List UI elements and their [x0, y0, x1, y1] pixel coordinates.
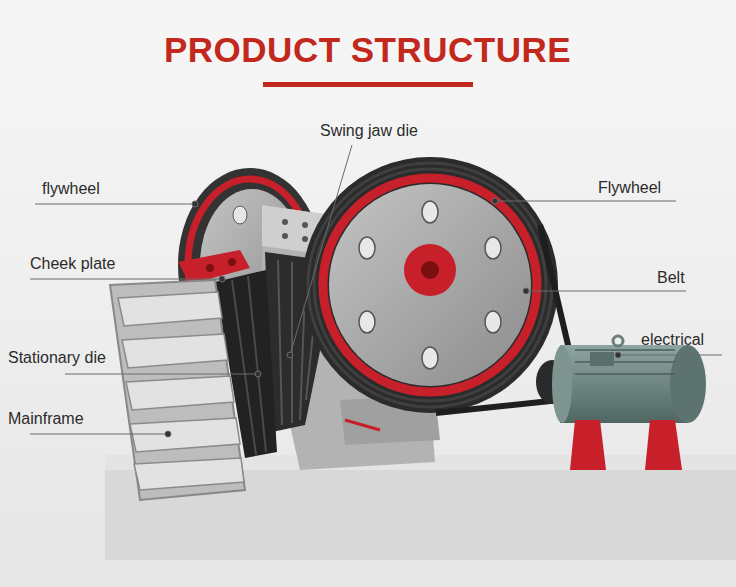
part-label: electrical	[641, 330, 704, 350]
part-label: Cheek plate	[30, 254, 115, 274]
part-label: Stationary die	[8, 348, 106, 368]
part-label: Belt	[657, 268, 685, 288]
part-label: flywheel	[42, 179, 100, 199]
part-label: Mainframe	[8, 409, 84, 429]
part-label: Flywheel	[598, 178, 661, 198]
page-title: PRODUCT STRUCTURE	[164, 30, 571, 70]
part-label: Swing jaw die	[320, 121, 418, 141]
